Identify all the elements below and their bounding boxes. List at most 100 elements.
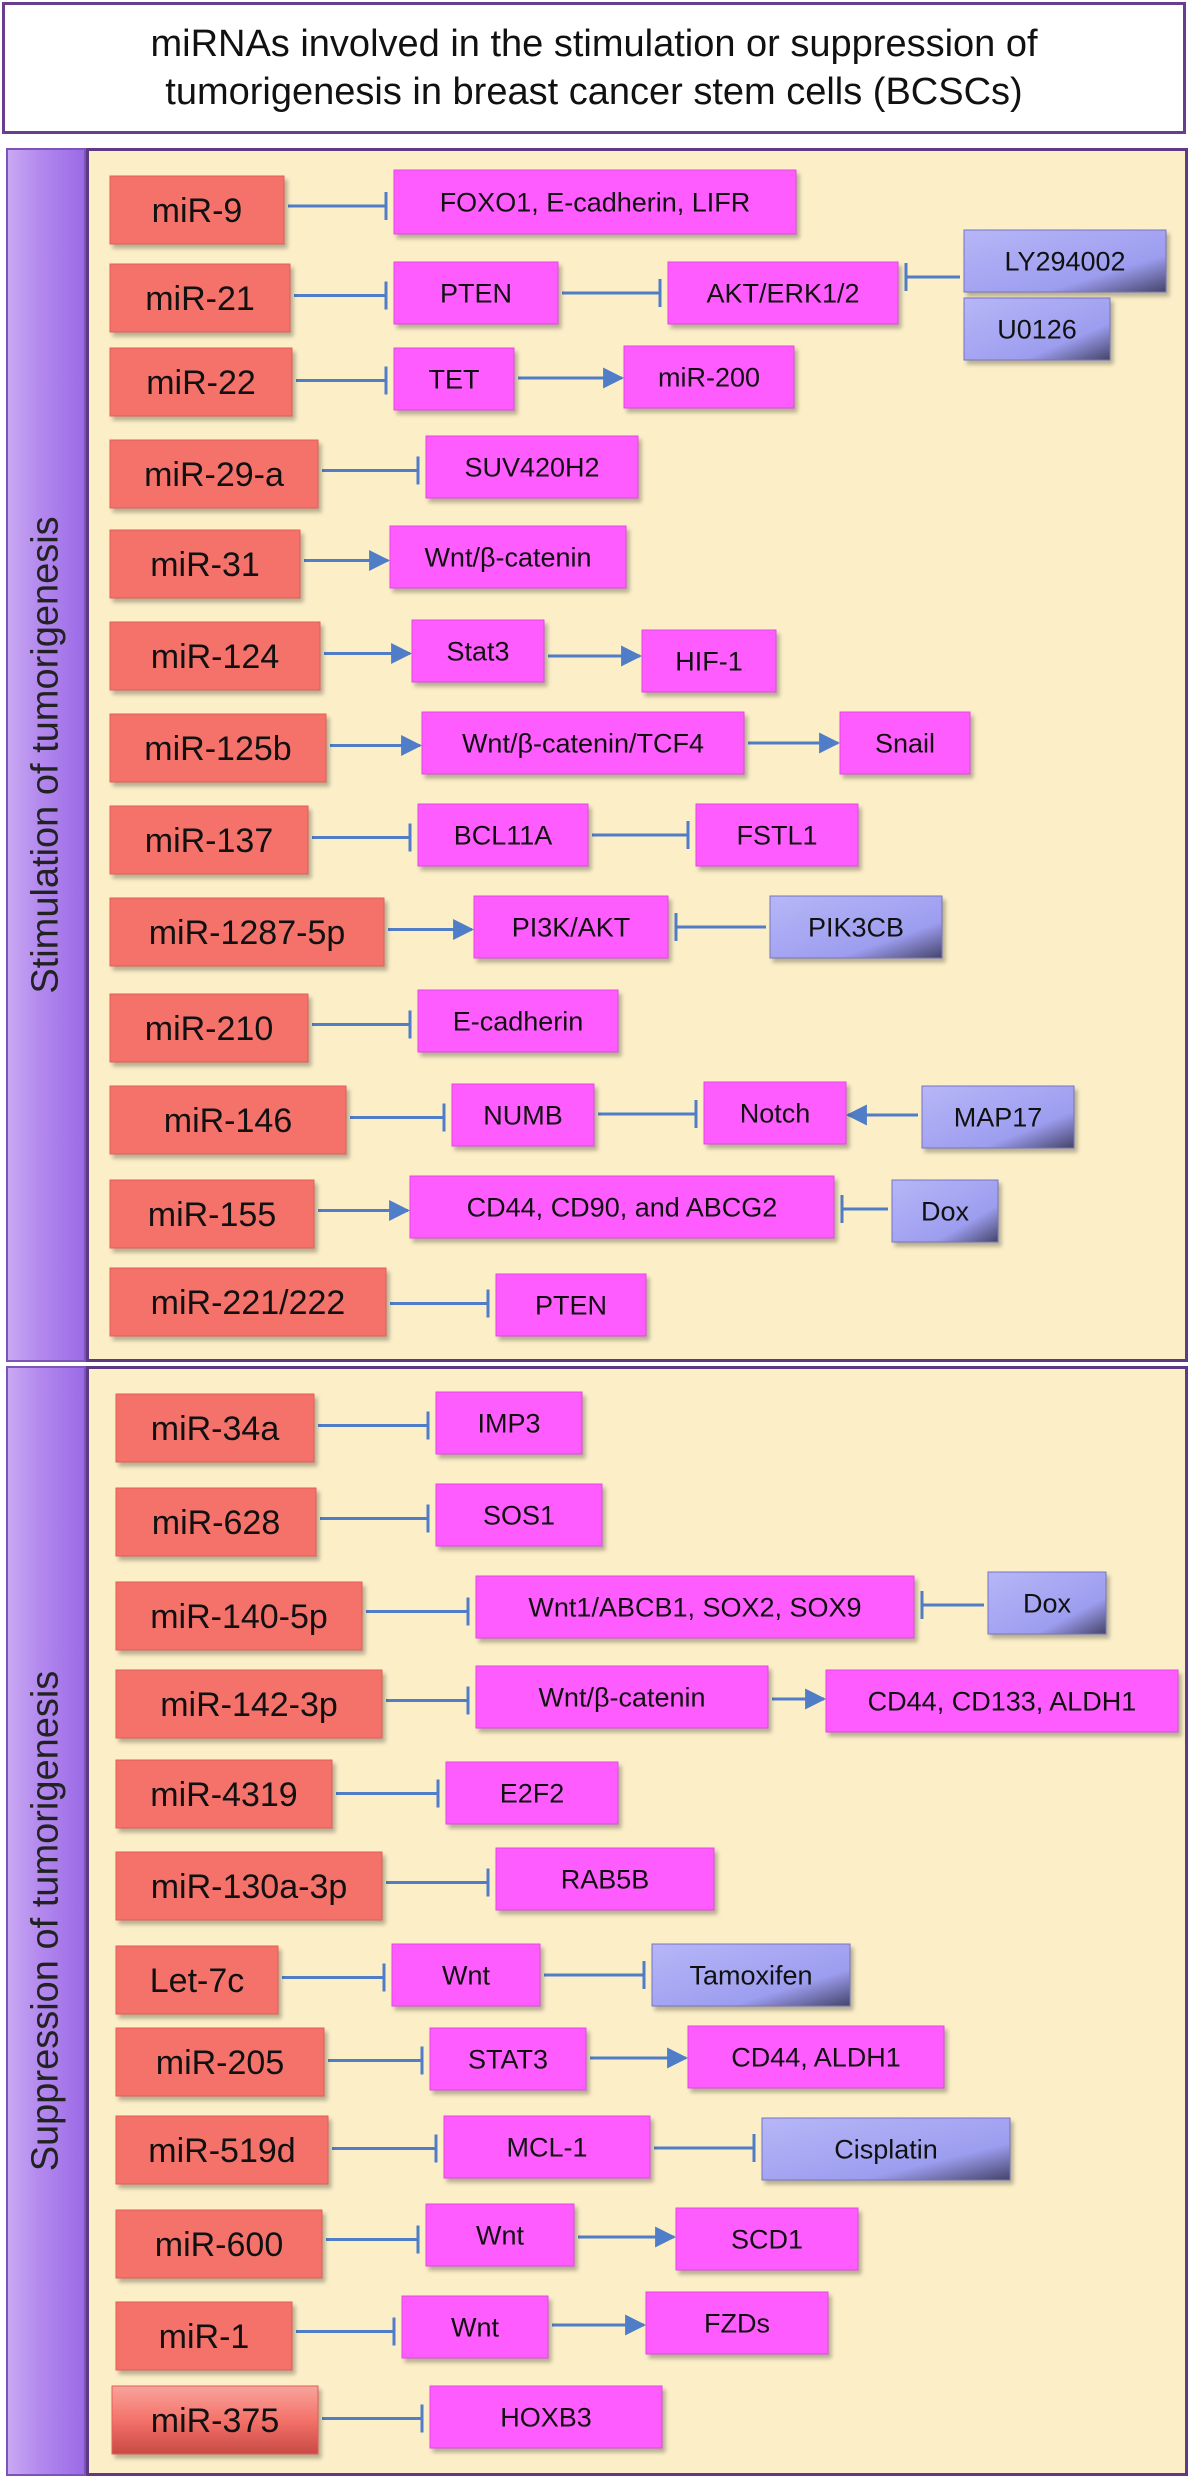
mirna-node-m142: miR-142-3p xyxy=(115,1669,383,1739)
mirna-node-m628: miR-628 xyxy=(115,1487,317,1557)
target-box xyxy=(645,2291,829,2355)
mirna-box xyxy=(109,1267,387,1337)
edge-pik3cb-pi3k xyxy=(674,913,766,941)
mirna-label: miR-124 xyxy=(151,638,279,676)
target-node-pten21: PTEN xyxy=(393,261,559,325)
edge-m146-numb xyxy=(350,1103,446,1132)
edge-m29-suv xyxy=(322,456,420,485)
mirna-box xyxy=(115,2301,293,2371)
mirna-box xyxy=(109,439,319,509)
edge-bcl-fstl xyxy=(592,821,690,849)
target-box xyxy=(425,435,639,499)
mirna-node-m125: miR-125b xyxy=(109,713,327,783)
edge-m137-bcl xyxy=(312,823,412,852)
mirna-node-let7: Let-7c xyxy=(115,1945,279,2015)
agent-box xyxy=(651,1943,851,2007)
agent-label: Dox xyxy=(1023,1589,1072,1619)
mirna-box xyxy=(115,1581,363,1651)
edge-wnt7-tam xyxy=(544,1961,646,1989)
edge-mcl-cis xyxy=(654,2134,756,2162)
mirna-box xyxy=(109,529,301,599)
target-box xyxy=(495,1273,647,1337)
agent-box xyxy=(769,895,943,959)
mirna-label: miR-221/222 xyxy=(151,1284,346,1322)
mirna-label: miR-375 xyxy=(151,2402,279,2440)
mirna-node-m1287: miR-1287-5p xyxy=(109,897,385,967)
mirna-node-m205: miR-205 xyxy=(115,2027,325,2097)
agent-node-dox1: Dox xyxy=(891,1179,999,1243)
target-node-sos1: SOS1 xyxy=(435,1483,603,1547)
target-label: CD44, CD133, ALDH1 xyxy=(868,1687,1137,1717)
target-box xyxy=(435,1483,603,1547)
target-box xyxy=(409,1175,835,1239)
target-node-suv: SUV420H2 xyxy=(425,435,639,499)
target-box xyxy=(429,2385,663,2449)
target-label: CD44, ALDH1 xyxy=(731,2043,901,2073)
target-label: CD44, CD90, and ABCG2 xyxy=(467,1193,778,1223)
mirna-node-m155: miR-155 xyxy=(109,1179,315,1249)
target-node-cd133: CD44, CD133, ALDH1 xyxy=(825,1669,1179,1733)
target-box xyxy=(391,1943,541,2007)
target-node-imp3: IMP3 xyxy=(435,1391,583,1455)
mirna-box xyxy=(115,2209,323,2279)
mirna-label: miR-519d xyxy=(148,2132,295,2170)
target-node-wnt142: Wnt/β-catenin xyxy=(475,1665,769,1729)
mirna-box xyxy=(115,1487,317,1557)
edge-ly-akt xyxy=(904,263,960,291)
target-box xyxy=(393,261,559,325)
target-box xyxy=(435,1391,583,1455)
target-node-e2f2: E2F2 xyxy=(445,1761,619,1825)
target-node-cd44a: CD44, CD90, and ABCG2 xyxy=(409,1175,835,1239)
mirna-node-m29: miR-29-a xyxy=(109,439,319,509)
target-node-mcl: MCL-1 xyxy=(443,2115,651,2179)
mirna-node-m130: miR-130a-3p xyxy=(115,1851,383,1921)
diagram-title: miRNAs involved in the stimulation or su… xyxy=(150,23,1038,113)
mirna-label: miR-9 xyxy=(152,192,243,230)
mirna-box xyxy=(109,263,291,333)
target-label: Wnt/β-catenin/TCF4 xyxy=(462,729,704,759)
target-label: Wnt/β-catenin xyxy=(424,543,591,573)
target-box xyxy=(443,2115,651,2179)
edge-m34-imp3 xyxy=(318,1411,430,1440)
target-box xyxy=(429,2027,587,2091)
target-node-hif: HIF-1 xyxy=(641,629,777,693)
edge-m519-mcl xyxy=(332,2134,438,2163)
mirna-node-m22: miR-22 xyxy=(109,347,293,417)
mirna-label: miR-142-3p xyxy=(160,1686,338,1724)
target-box xyxy=(417,989,619,1053)
mirna-box xyxy=(109,897,385,967)
agent-node-cis: Cisplatin xyxy=(761,2117,1011,2181)
target-label: SCD1 xyxy=(731,2225,803,2255)
edge-m9-t9 xyxy=(288,192,388,220)
target-label: miR-200 xyxy=(658,363,760,393)
target-node-fzd: FZDs xyxy=(645,2291,829,2355)
mirna-node-m146: miR-146 xyxy=(109,1085,347,1155)
mirna-node-m221: miR-221/222 xyxy=(109,1267,387,1337)
agent-node-dox2: Dox xyxy=(987,1571,1107,1635)
target-label: Wnt xyxy=(451,2313,500,2343)
edge-m140-wnt1 xyxy=(366,1597,470,1626)
mirna-box xyxy=(109,1085,347,1155)
target-box xyxy=(473,895,669,959)
mirna-label: miR-4319 xyxy=(150,1776,297,1814)
mirna-box xyxy=(109,805,309,875)
target-node-stat3b: STAT3 xyxy=(429,2027,587,2091)
target-node-snail: Snail xyxy=(839,711,971,775)
agent-node-tam: Tamoxifen xyxy=(651,1943,851,2007)
mirna-label: Let-7c xyxy=(150,1962,245,2000)
agent-box xyxy=(963,229,1167,293)
target-label: MCL-1 xyxy=(506,2133,587,2163)
mirna-label: miR-130a-3p xyxy=(151,1868,348,1906)
mirna-node-m124: miR-124 xyxy=(109,621,321,691)
edge-m142-wnt142 xyxy=(386,1686,470,1715)
target-node-wnttcf: Wnt/β-catenin/TCF4 xyxy=(421,711,745,775)
mirna-node-m210: miR-210 xyxy=(109,993,309,1063)
edge-dox1-cd44a xyxy=(840,1195,888,1223)
mirna-node-m4319: miR-4319 xyxy=(115,1759,333,1829)
mirna-box xyxy=(115,1669,383,1739)
mirna-box xyxy=(115,1851,383,1921)
target-label: NUMB xyxy=(483,1101,563,1131)
mirna-node-m600: miR-600 xyxy=(115,2209,323,2279)
mirna-box xyxy=(109,1179,315,1249)
